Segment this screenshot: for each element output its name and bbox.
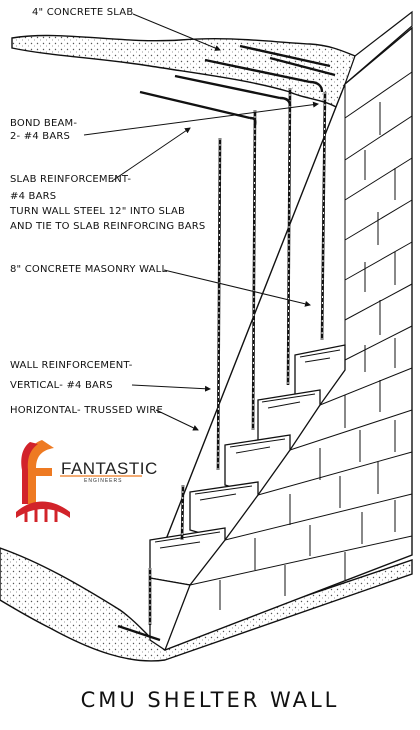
label-slab-reinforcement: SLAB REINFORCEMENT- (10, 174, 132, 185)
logo-subtitle: ENGINEERS (84, 478, 123, 484)
top-slab (11, 10, 413, 112)
label-slab-bars: #4 BARS (10, 191, 57, 202)
vertical-rebar-ribs (149, 87, 326, 625)
fantastic-logo-icon (16, 440, 142, 522)
label-wall-reinforcement: WALL REINFORCEMENT- (10, 360, 133, 371)
page-title: CMU SHELTER WALL (80, 688, 340, 712)
slab-rebar (117, 44, 336, 642)
bottom-slab (0, 547, 413, 662)
logo-name: FANTASTIC (61, 459, 158, 478)
label-turn-wall-steel: TURN WALL STEEL 12" INTO SLAB (10, 206, 186, 217)
label-masonry-wall: 8" CONCRETE MASONRY WALL (10, 264, 168, 275)
label-bond-beam: BOND BEAM- (10, 118, 78, 129)
label-tie-to-slab: AND TIE TO SLAB REINFORCING BARS (10, 221, 206, 232)
label-bond-beam-bars: 2- #4 BARS (10, 131, 71, 142)
leader-lines (83, 13, 319, 431)
label-vertical-bars: VERTICAL- #4 BARS (10, 380, 113, 391)
stepped-blocks (149, 344, 346, 651)
block-top-cells (154, 349, 341, 549)
label-concrete-slab: 4" CONCRETE SLAB (32, 7, 134, 18)
label-horizontal-wire: HORIZONTAL- TRUSSED WIRE (10, 405, 164, 416)
